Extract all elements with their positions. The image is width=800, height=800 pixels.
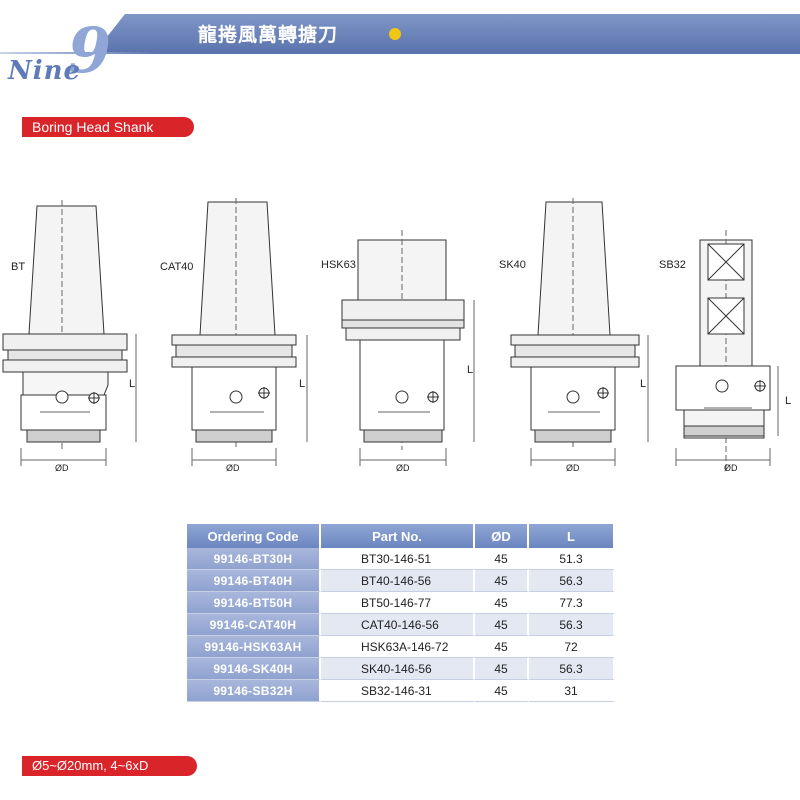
cat40-label: CAT40 — [160, 261, 194, 273]
ordering-code-cell: 99146-SB32H — [187, 680, 321, 702]
col-ordering-code: Ordering Code — [187, 524, 321, 548]
part-no-cell: BT30-146-51 — [321, 548, 475, 570]
section-tag: Boring Head Shank — [22, 117, 194, 137]
bt-label: BT — [11, 261, 26, 273]
part-no-cell: CAT40-146-56 — [321, 614, 475, 636]
part-no-cell: HSK63A-146-72 — [321, 636, 475, 658]
cat40-length-label: L — [299, 378, 306, 390]
diameter-cell: 45 — [475, 658, 529, 680]
part-no-cell: SK40-146-56 — [321, 658, 475, 680]
part-no-cell: BT40-146-56 — [321, 570, 475, 592]
sb32-length-label: L — [785, 395, 792, 407]
header-bar — [100, 14, 800, 52]
shank-drawings: BT CAT40 HSK63 SK40 SB32 L L L L L ØD ØD… — [0, 190, 800, 490]
col-diameter: ØD — [475, 524, 529, 548]
length-cell: 31 — [529, 680, 615, 702]
ordering-code-cell: 99146-HSK63AH — [187, 636, 321, 658]
page-title: 龍捲風萬轉搪刀 — [198, 24, 339, 46]
hsk63-shank-drawing — [341, 230, 475, 466]
header-underline — [0, 52, 800, 54]
length-cell: 56.3 — [529, 658, 615, 680]
header-notch — [95, 14, 125, 52]
logo-digit: 9 — [68, 14, 112, 87]
length-cell: 56.3 — [529, 570, 615, 592]
length-cell: 56.3 — [529, 614, 615, 636]
bt-shank-drawing — [2, 200, 137, 466]
col-length: L — [529, 524, 615, 548]
ordering-code-cell: 99146-SK40H — [187, 658, 321, 680]
sk40-diameter-label: ØD — [566, 463, 580, 473]
diameter-cell: 45 — [475, 636, 529, 658]
bt-diameter-label: ØD — [55, 463, 69, 473]
sb32-shank-drawing — [675, 230, 779, 470]
length-cell: 77.3 — [529, 592, 615, 614]
length-cell: 51.3 — [529, 548, 615, 570]
diameter-cell: 45 — [475, 570, 529, 592]
cat40-diameter-label: ØD — [226, 463, 240, 473]
ordering-code-cell: 99146-BT40H — [187, 570, 321, 592]
title-dot-icon — [389, 28, 401, 40]
diameter-cell: 45 — [475, 680, 529, 702]
length-cell: 72 — [529, 636, 615, 658]
diameter-cell: 45 — [475, 592, 529, 614]
sb32-diameter-label: ØD — [724, 463, 738, 473]
sk40-length-label: L — [640, 378, 647, 390]
table-header-row: Ordering Code Part No. ØD L — [187, 524, 615, 548]
sk40-shank-drawing — [510, 198, 649, 466]
ordering-code-cell: 99146-BT50H — [187, 592, 321, 614]
cat40-shank-drawing — [171, 198, 308, 466]
brand-logo: 9 Nine — [4, 14, 124, 87]
part-no-cell: BT50-146-77 — [321, 592, 475, 614]
ordering-code-cell: 99146-BT30H — [187, 548, 321, 570]
spec-range-tag: Ø5~Ø20mm, 4~6xD — [22, 756, 197, 776]
diameter-cell: 45 — [475, 614, 529, 636]
sb32-label: SB32 — [659, 259, 686, 271]
part-no-cell: SB32-146-31 — [321, 680, 475, 702]
diameter-cell: 45 — [475, 548, 529, 570]
bt-length-label: L — [129, 378, 136, 390]
col-part-no: Part No. — [321, 524, 475, 548]
hsk63-length-label: L — [467, 364, 474, 376]
shank-drawings-svg — [2, 198, 779, 470]
sk40-label: SK40 — [499, 259, 526, 271]
hsk63-label: HSK63 — [321, 259, 356, 271]
hsk63-diameter-label: ØD — [396, 463, 410, 473]
logo-word: Nine — [8, 56, 82, 86]
ordering-code-cell: 99146-CAT40H — [187, 614, 321, 636]
